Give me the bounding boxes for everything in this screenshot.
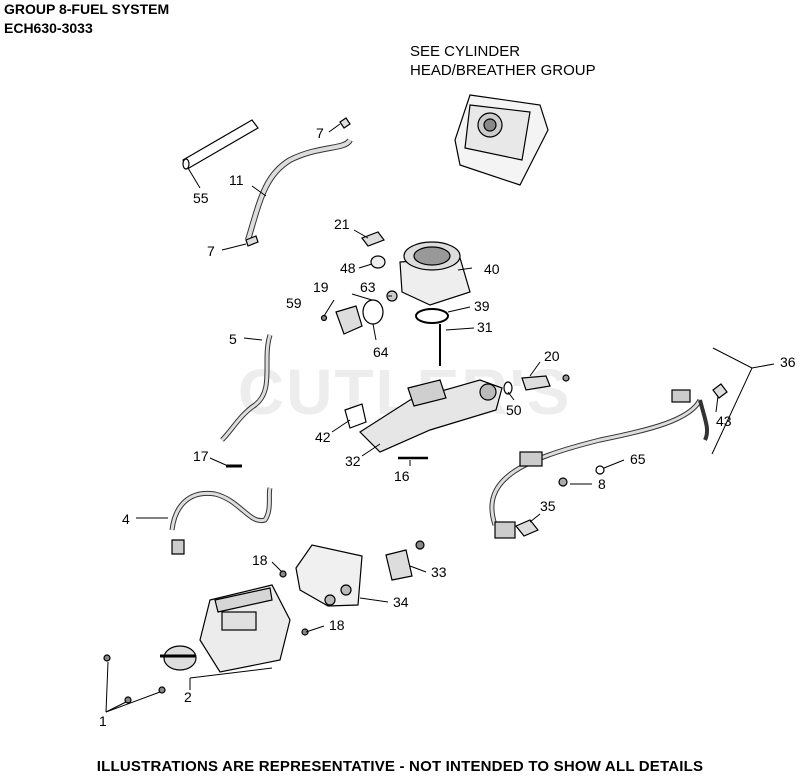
callout-11: 11 [229, 172, 244, 188]
callout-7-upper: 7 [316, 125, 324, 141]
part-43-connector [712, 383, 728, 399]
part-20-injector [521, 375, 551, 391]
part-19-sensor [335, 305, 363, 335]
callout-16: 16 [394, 468, 410, 484]
part-1-screw-c [158, 686, 166, 694]
callout-17: 17 [193, 448, 209, 464]
part-34-mounting-bracket [295, 544, 363, 607]
callout-5: 5 [229, 331, 237, 347]
part-33-screw [415, 540, 425, 550]
part-18-screw-upper [279, 570, 287, 578]
part-5-fuel-hose [220, 334, 273, 442]
callout-35: 35 [540, 498, 556, 514]
reference-note-line2: HEAD/BREATHER GROUP [410, 62, 596, 79]
cylinder-head-assembly [454, 94, 549, 186]
callout-63: 63 [360, 279, 376, 295]
callout-31: 31 [477, 319, 493, 335]
callout-labels: 1 2 4 5 7 7 8 11 16 17 18 18 19 20 21 31… [99, 125, 796, 729]
callout-42: 42 [315, 429, 331, 445]
part-59-screw [320, 314, 328, 322]
part-36-bracket-line [711, 347, 753, 455]
callout-59: 59 [286, 295, 302, 311]
part-55-tube [182, 119, 259, 170]
part-11-hose [245, 138, 353, 241]
part-64-o-ring [362, 299, 384, 325]
part-7-clip-lower [245, 235, 259, 247]
callout-39: 39 [474, 298, 490, 314]
reference-note: SEE CYLINDER HEAD/BREATHER GROUP [410, 42, 596, 80]
callout-32: 32 [345, 453, 361, 469]
callout-48: 48 [340, 260, 356, 276]
part-2-fuel-pump-module [160, 584, 291, 673]
part-35-clamp [515, 519, 539, 537]
part-50-washer [503, 381, 513, 395]
part-65-washer [595, 465, 605, 475]
callout-50: 50 [506, 402, 522, 418]
part-36-wiring-harness [489, 389, 710, 539]
disclaimer-footer: ILLUSTRATIONS ARE REPRESENTATIVE - NOT I… [96, 758, 704, 775]
diagram-header: GROUP 8-FUEL SYSTEM ECH630-3033 [4, 0, 169, 38]
part-7-clip-upper [339, 117, 351, 129]
part-40-throttle-body [399, 241, 471, 306]
callout-55: 55 [193, 190, 209, 206]
callout-65: 65 [630, 451, 646, 467]
callout-64: 64 [373, 344, 389, 360]
part-20-screw [562, 374, 570, 382]
leader-lines [105, 123, 775, 713]
callout-36: 36 [780, 354, 796, 370]
part-39-o-ring [415, 308, 449, 324]
part-8-nut [558, 477, 568, 487]
part-33-sensor [385, 549, 413, 581]
model-number: ECH630-3033 [4, 20, 93, 36]
callout-33: 33 [431, 564, 447, 580]
part-1-screw-a [103, 654, 111, 662]
part-4-fuel-hose [169, 487, 273, 555]
callout-18-lower: 18 [329, 617, 345, 633]
callout-20: 20 [544, 348, 560, 364]
callout-18-upper: 18 [252, 552, 268, 568]
callout-21: 21 [334, 216, 350, 232]
part-42-gasket [344, 403, 367, 429]
part-1-screw-b [124, 696, 132, 704]
callout-1: 1 [99, 713, 107, 729]
callout-40: 40 [484, 261, 500, 277]
part-21-bracket [361, 231, 385, 247]
reference-note-line1: SEE CYLINDER [410, 43, 521, 60]
callout-8: 8 [598, 476, 606, 492]
part-32-intake-manifold [359, 379, 503, 453]
callout-43: 43 [716, 413, 732, 429]
part-48-cap [370, 255, 386, 269]
callout-34: 34 [393, 594, 409, 610]
group-title: GROUP 8-FUEL SYSTEM [4, 1, 170, 17]
callout-2: 2 [184, 689, 192, 705]
callout-7-lower: 7 [207, 243, 215, 259]
part-18-screw-lower [301, 628, 309, 636]
callout-19: 19 [313, 279, 329, 295]
callout-4: 4 [122, 511, 130, 527]
